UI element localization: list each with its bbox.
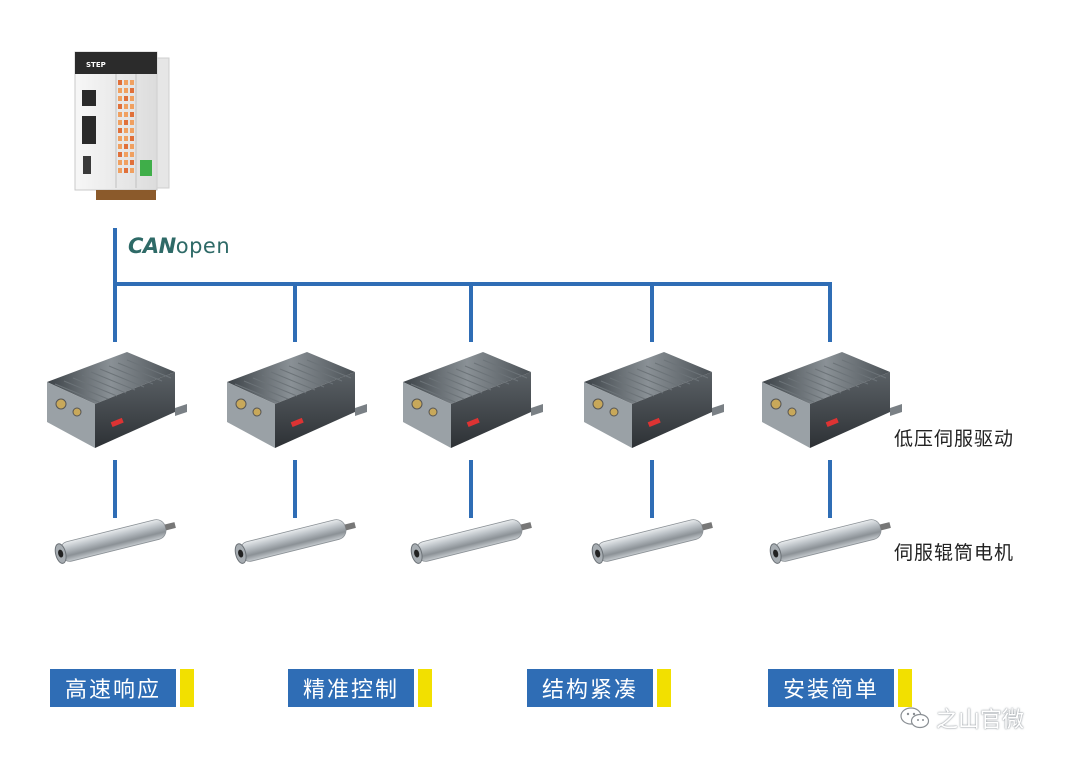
roller-motor <box>591 519 713 564</box>
feature-label: 安装简单 <box>768 669 894 707</box>
bus-node <box>227 284 367 564</box>
servo-drive <box>47 352 187 448</box>
bus-node <box>403 284 543 564</box>
watermark-text: 之山官微 <box>936 708 1025 733</box>
canopen-logo: CANopen <box>128 234 231 258</box>
bus-node <box>584 284 724 564</box>
servo-drive <box>403 352 543 448</box>
wechat-icon <box>900 707 930 729</box>
bus-node <box>47 352 187 564</box>
drive-label: 低压伺服驱动 <box>894 428 1015 450</box>
watermark: 之山官微 <box>900 702 1024 734</box>
plc-controller: STEP <box>74 51 170 200</box>
feature-badge: 结构紧凑 <box>527 669 671 707</box>
roller-motor <box>410 519 532 564</box>
servo-drive <box>584 352 724 448</box>
feature-label: 结构紧凑 <box>527 669 653 707</box>
feature-accent <box>657 669 671 707</box>
bus-node <box>762 284 902 564</box>
roller-motor <box>769 519 891 564</box>
motor-label: 伺服辊筒电机 <box>894 542 1015 564</box>
feature-accent <box>180 669 194 707</box>
servo-drive <box>762 352 902 448</box>
feature-accent <box>418 669 432 707</box>
plc-brand: STEP <box>86 61 106 69</box>
feature-badge: 高速响应 <box>50 669 194 707</box>
roller-motor <box>54 519 176 564</box>
plc-terminal-block <box>118 80 134 173</box>
feature-label: 高速响应 <box>50 669 176 707</box>
feature-badge: 精准控制 <box>288 669 432 707</box>
servo-drive <box>227 352 367 448</box>
feature-accent <box>898 669 912 707</box>
roller-motor <box>234 519 356 564</box>
feature-label: 精准控制 <box>288 669 414 707</box>
drive-motor-nodes <box>47 284 902 564</box>
feature-badge: 安装简单 <box>768 669 912 707</box>
